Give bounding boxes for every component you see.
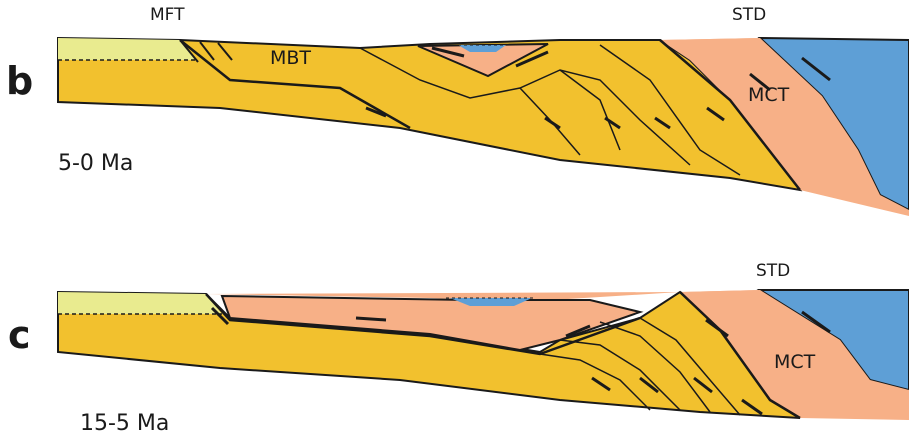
panel-b-mft-label: MFT bbox=[150, 5, 185, 25]
panel-c-std-label: STD bbox=[756, 261, 790, 281]
panel-b: b 5-0 Ma MFT MBT STD MCT bbox=[6, 5, 909, 216]
panel-c-age: 15-5 Ma bbox=[80, 411, 169, 436]
panel-b-std-label: STD bbox=[732, 5, 766, 25]
panel-b-foreland-basin bbox=[58, 38, 196, 60]
panel-c-mct-label: MCT bbox=[774, 351, 816, 373]
panel-b-age: 5-0 Ma bbox=[58, 151, 133, 176]
panel-b-mct-label: MCT bbox=[748, 84, 790, 106]
panel-b-mbt-label: MBT bbox=[270, 47, 311, 69]
panel-c-letter: c bbox=[8, 313, 31, 357]
panel-c: c 15-5 Ma STD MCT bbox=[8, 261, 909, 436]
panel-c-arrow-2 bbox=[356, 318, 386, 320]
panel-c-foreland-basin bbox=[58, 292, 222, 314]
panel-b-letter: b bbox=[6, 59, 33, 103]
panel-b-sediment-wedge bbox=[58, 38, 800, 190]
